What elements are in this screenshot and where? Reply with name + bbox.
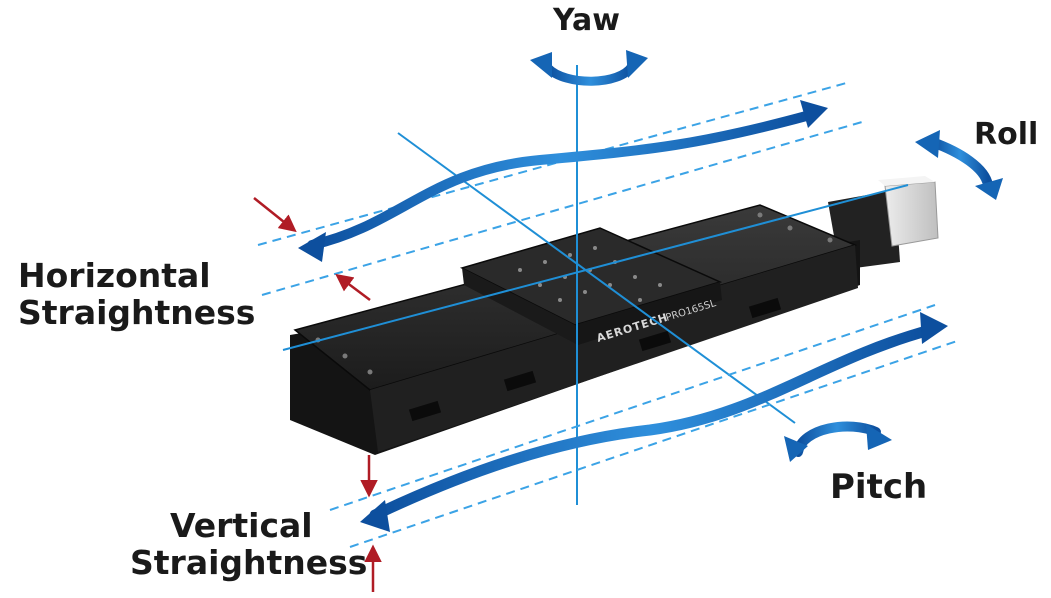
horizontal-straightness-label-line-2: Straightness xyxy=(18,292,256,332)
horizontal-straightness-wave-arrow xyxy=(298,100,828,262)
horizontal-straightness-label-line-1: Horizontal xyxy=(18,256,211,295)
roll-label: Roll xyxy=(974,117,1039,152)
vertical-straightness-label: Vertical Straightness xyxy=(130,506,368,582)
small-red-arrow-icon-group xyxy=(253,197,382,592)
vertical-straightness-label-line-1: Vertical xyxy=(170,506,313,545)
linear-stage-image: AEROTECH PRO165SL xyxy=(290,176,939,455)
yaw-label: Yaw xyxy=(553,3,620,38)
vertical-straightness-label-line-2: Straightness xyxy=(130,542,368,582)
pitch-label: Pitch xyxy=(830,467,928,507)
vertical-straightness-wave-arrow xyxy=(360,312,948,532)
small-red-arrow-icon xyxy=(253,197,297,233)
horizontal-straightness-label: Horizontal Straightness xyxy=(18,256,256,332)
curved-rotation-arrow-icon-yaw xyxy=(530,50,648,86)
longitudinal-axis-line xyxy=(282,184,909,351)
curved-rotation-arrow-icon-pitch xyxy=(784,421,892,462)
small-red-arrow-icon xyxy=(335,273,371,301)
curved-rotation-arrow-icon-roll xyxy=(915,130,1003,200)
